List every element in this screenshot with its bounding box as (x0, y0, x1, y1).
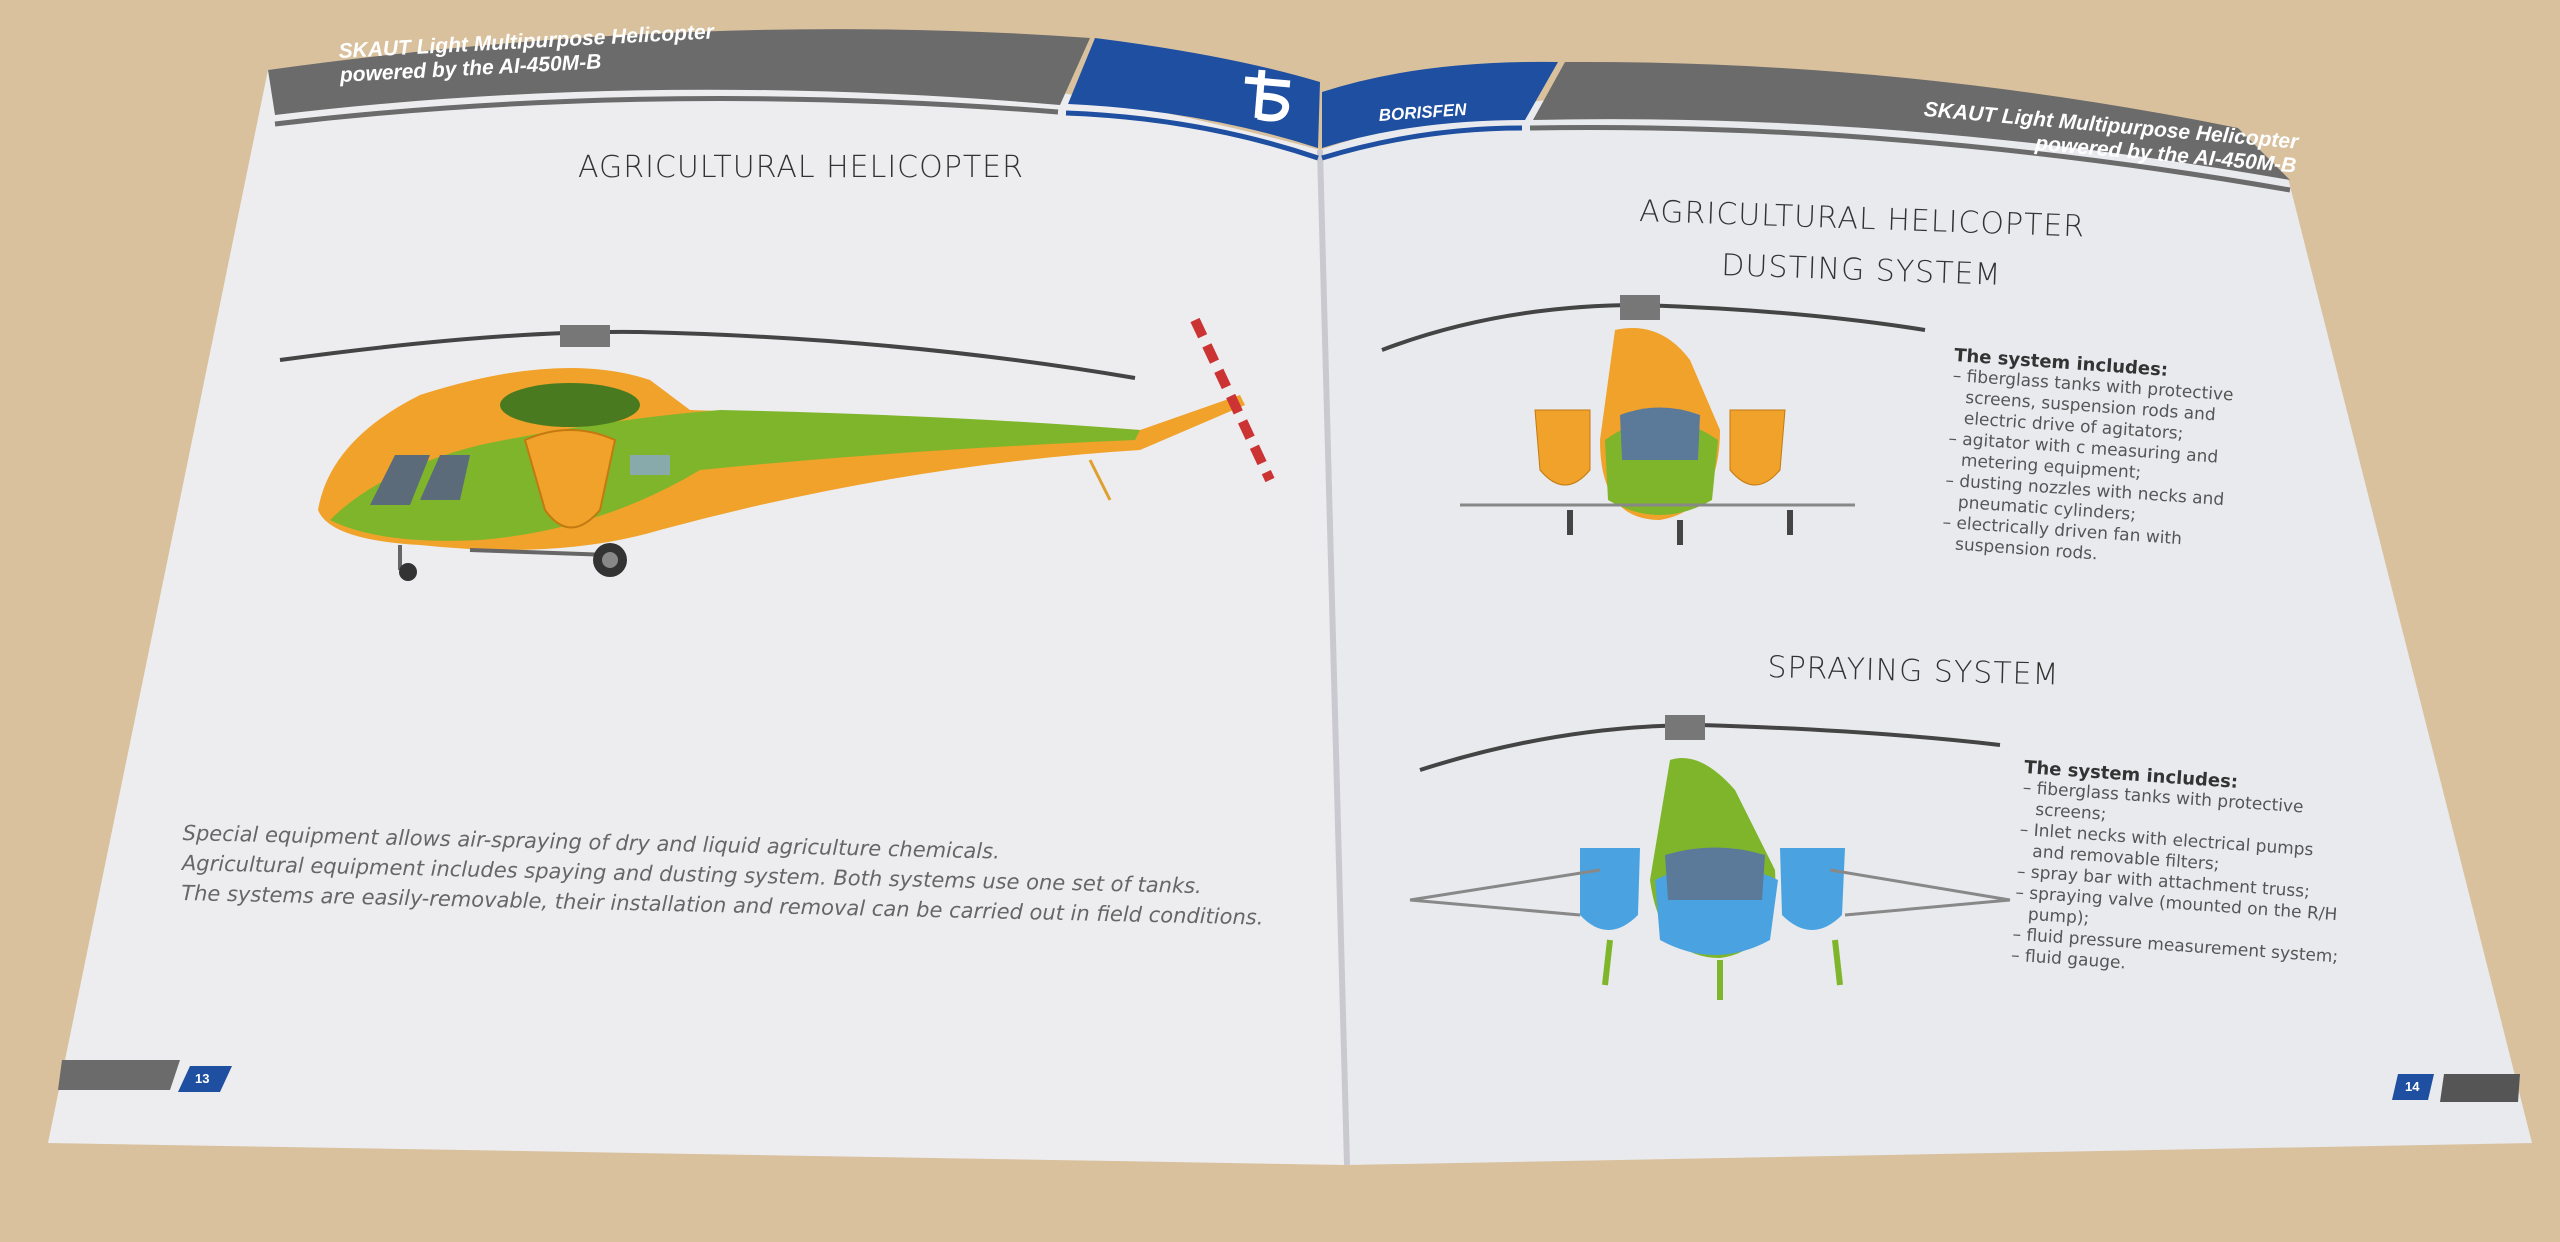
left-page-title: AGRICULTURAL HELICOPTER (578, 150, 1024, 185)
right-header-band (1533, 61, 2290, 180)
left-header-band (268, 29, 1090, 115)
left-page (48, 52, 1347, 1165)
page-tab-right-blue (2392, 1074, 2434, 1100)
right-logo-block (1322, 61, 1558, 148)
page-tab-right-gray (2440, 1074, 2520, 1102)
borisfen-logo-icon (1244, 69, 1291, 122)
dusting-system-list: The system includes: – fiberglass tanks … (1940, 345, 2254, 575)
left-logo-block (1068, 38, 1320, 148)
agricultural-helicopter-side-illustration (279, 317, 1275, 581)
page-tab-left-gray (58, 1060, 180, 1090)
page-number-left: 13 (195, 1071, 210, 1086)
page-tab-left-blue (178, 1066, 232, 1092)
spraying-system-helicopter-illustration (1409, 715, 2011, 1000)
dusting-system-helicopter-illustration (1381, 295, 1926, 545)
right-page (1320, 91, 2532, 1165)
page-number-right: 14 (2405, 1079, 2420, 1094)
spraying-system-list: The system includes: – fiberglass tanks … (2010, 757, 2354, 990)
